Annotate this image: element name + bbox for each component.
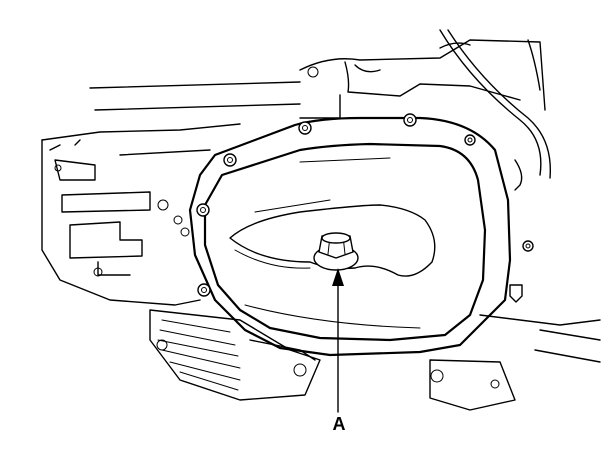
- callout-a-leader: [332, 268, 344, 413]
- pan-bolts: [196, 113, 534, 303]
- transmission-housing-left: [41, 123, 241, 306]
- pan-bolt-icon: [464, 134, 476, 146]
- pan-bolt-icon: [509, 284, 523, 303]
- pan-bolt-icon: [223, 153, 237, 167]
- pan-bolt-icon: [403, 113, 417, 127]
- drain-plug-icon: [313, 232, 359, 271]
- oil-pan-flange: [188, 116, 512, 357]
- pan-bolt-icon: [197, 283, 211, 297]
- callout-label-a: A: [332, 414, 346, 434]
- engine-block-upper: [89, 39, 546, 119]
- hoses-right: [439, 29, 552, 191]
- pan-bolt-icon: [522, 240, 534, 252]
- pan-bolt-icon: [298, 121, 312, 135]
- pan-bolt-icon: [196, 203, 210, 217]
- lower-frame: [149, 309, 601, 411]
- oil-pan-body: [203, 142, 487, 342]
